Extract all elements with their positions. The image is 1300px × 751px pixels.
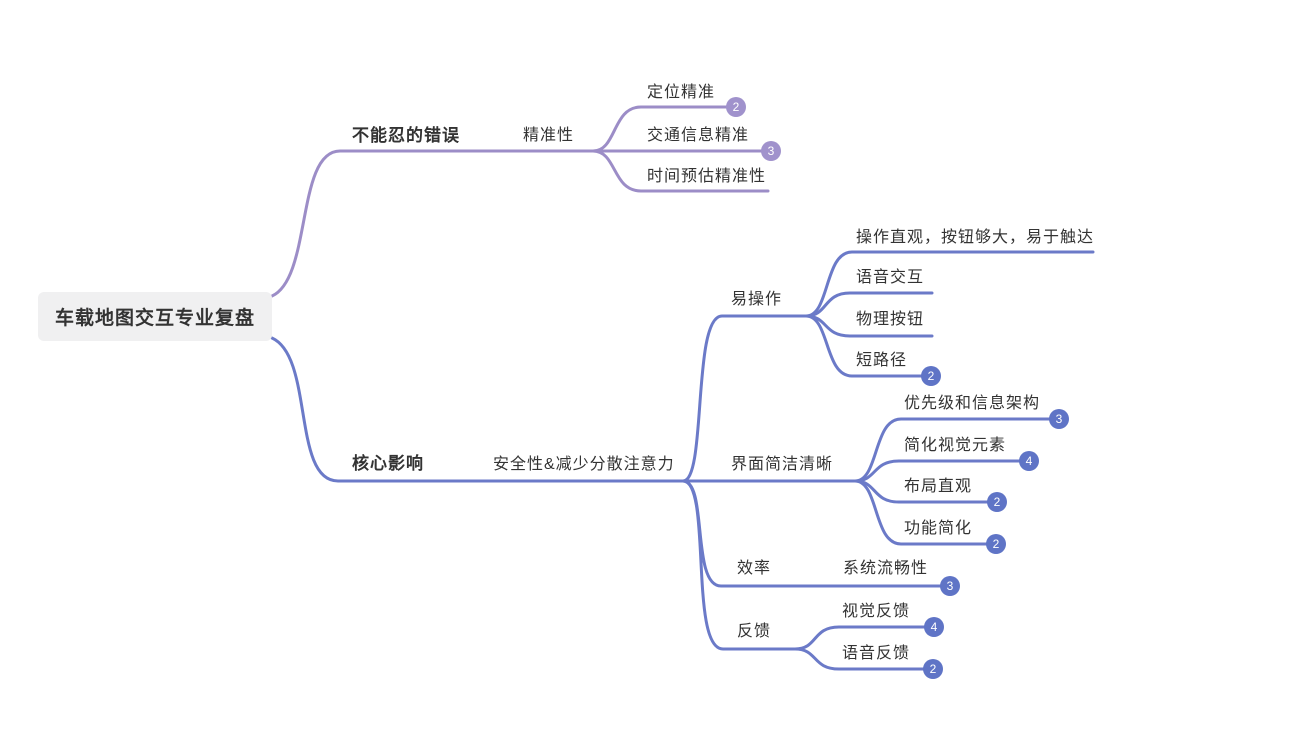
- edge-root-to-unbearable-errors: [270, 149, 595, 298]
- node-root[interactable]: 车载地图交互专业复盘: [38, 292, 272, 341]
- count-badge-simplified-features[interactable]: 2: [986, 534, 1006, 554]
- node-traffic-info-accuracy[interactable]: 交通信息精准: [647, 127, 750, 144]
- count-badge-priority-info-architecture[interactable]: 3: [1049, 409, 1069, 429]
- edge-clean-interface-to-priority: [853, 417, 1052, 483]
- node-core-impact[interactable]: 核心影响: [352, 454, 424, 473]
- node-feedback[interactable]: 反馈: [737, 623, 772, 640]
- node-clean-interface[interactable]: 界面简洁清晰: [731, 456, 834, 473]
- node-voice-interaction[interactable]: 语音交互: [856, 269, 925, 286]
- node-physical-buttons[interactable]: 物理按钮: [856, 311, 925, 328]
- node-simplified-features[interactable]: 功能简化: [904, 520, 973, 537]
- edge-easy-operation-to-intuitive: [804, 250, 1095, 318]
- node-accuracy[interactable]: 精准性: [523, 127, 575, 144]
- node-system-fluency[interactable]: 系统流畅性: [843, 560, 929, 577]
- edge-accuracy-to-positioning: [591, 105, 729, 153]
- count-badge-short-path[interactable]: 2: [921, 366, 941, 386]
- edge-root-to-core-impact: [270, 336, 685, 483]
- count-badge-positioning-accuracy[interactable]: 2: [726, 97, 746, 117]
- count-badge-traffic-info-accuracy[interactable]: 3: [761, 141, 781, 161]
- count-badge-visual-feedback[interactable]: 4: [924, 617, 944, 637]
- edge-accuracy-to-eta: [591, 149, 770, 193]
- count-badge-system-fluency[interactable]: 3: [940, 576, 960, 596]
- edge-easy-operation-to-short-path: [804, 314, 924, 378]
- root-label: 车载地图交互专业复盘: [54, 308, 255, 329]
- node-efficiency[interactable]: 效率: [737, 560, 772, 577]
- node-short-path[interactable]: 短路径: [856, 352, 908, 369]
- count-badge-simplified-visual-elements[interactable]: 4: [1019, 451, 1039, 471]
- count-badge-voice-feedback[interactable]: 2: [923, 659, 943, 679]
- node-simplified-visual-elements[interactable]: 简化视觉元素: [904, 437, 1007, 454]
- count-badge-intuitive-layout[interactable]: 2: [987, 492, 1007, 512]
- node-intuitive-big-buttons[interactable]: 操作直观，按钮够大，易于触达: [856, 229, 1095, 246]
- node-voice-feedback[interactable]: 语音反馈: [842, 645, 911, 662]
- edge-feedback-to-voice-feedback: [793, 647, 926, 671]
- node-eta-accuracy[interactable]: 时间预估精准性: [647, 168, 767, 185]
- node-priority-info-architecture[interactable]: 优先级和信息架构: [904, 395, 1041, 412]
- node-unbearable-errors[interactable]: 不能忍的错误: [352, 126, 460, 145]
- node-easy-operation[interactable]: 易操作: [731, 291, 783, 308]
- node-safety-reduce-distraction[interactable]: 安全性&减少分散注意力: [493, 456, 675, 473]
- node-visual-feedback[interactable]: 视觉反馈: [842, 603, 911, 620]
- node-intuitive-layout[interactable]: 布局直观: [904, 478, 973, 495]
- edge-safety-to-feedback: [681, 479, 797, 651]
- node-positioning-accuracy[interactable]: 定位精准: [647, 84, 716, 101]
- edge-safety-to-easy-operation: [681, 314, 808, 483]
- edge-clean-interface-to-simplified-features: [853, 479, 989, 546]
